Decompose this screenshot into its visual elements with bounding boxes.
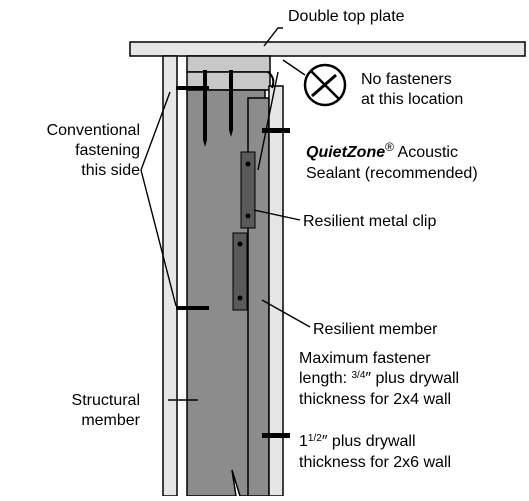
two-by-six-frac-den: /2 (313, 433, 322, 444)
label-double-top-plate: Double top plate (288, 8, 405, 25)
no-screw-icon (303, 63, 347, 107)
label-conventional-1: Conventional (47, 122, 140, 139)
two-by-six-rest: ″ plus drywall (322, 433, 416, 450)
max-fastener-length-text: length: (299, 370, 351, 387)
label-sealant: Sealant (recommended) (306, 165, 478, 182)
label-structural-2: member (81, 412, 140, 429)
two-by-six-whole: 1 (299, 433, 308, 450)
label-no-fasteners-2: at this location (361, 91, 463, 108)
label-2x6-2: thickness for 2x6 wall (299, 454, 451, 471)
label-resilient-clip: Resilient metal clip (303, 213, 436, 230)
label-quietzone: QuietZone® Acoustic (306, 140, 458, 161)
acoustic-sealant (267, 71, 275, 89)
label-conventional-2: fastening (75, 142, 140, 159)
ceiling (129, 41, 526, 57)
quietzone-brand: QuietZone (306, 144, 385, 161)
label-max-fastener-1: Maximum fastener (299, 350, 431, 367)
max-fastener-frac-num: 3 (351, 370, 357, 381)
double-top-plate (186, 55, 271, 91)
drywall-left (162, 55, 178, 497)
resilient-metal-clip (232, 151, 256, 311)
label-2x6-1: 11/2″ plus drywall (299, 433, 416, 450)
label-conventional-3: this side (81, 162, 140, 179)
leader-lines (140, 27, 311, 401)
max-fastener-frac-den: /4 (357, 370, 366, 381)
quietzone-reg: ® (385, 140, 394, 154)
quietzone-rest: Acoustic (394, 144, 458, 161)
label-max-fastener-3: thickness for 2x4 wall (299, 391, 451, 408)
label-resilient-member: Resilient member (313, 321, 438, 338)
two-by-six-frac-num: 1 (308, 433, 314, 444)
label-no-fasteners-1: No fasteners (361, 71, 452, 88)
screws (176, 70, 290, 438)
max-fastener-rest: ″ plus drywall (365, 370, 459, 387)
label-structural-1: Structural (72, 392, 140, 409)
label-max-fastener-2: length: 3/4″ plus drywall (299, 370, 459, 387)
